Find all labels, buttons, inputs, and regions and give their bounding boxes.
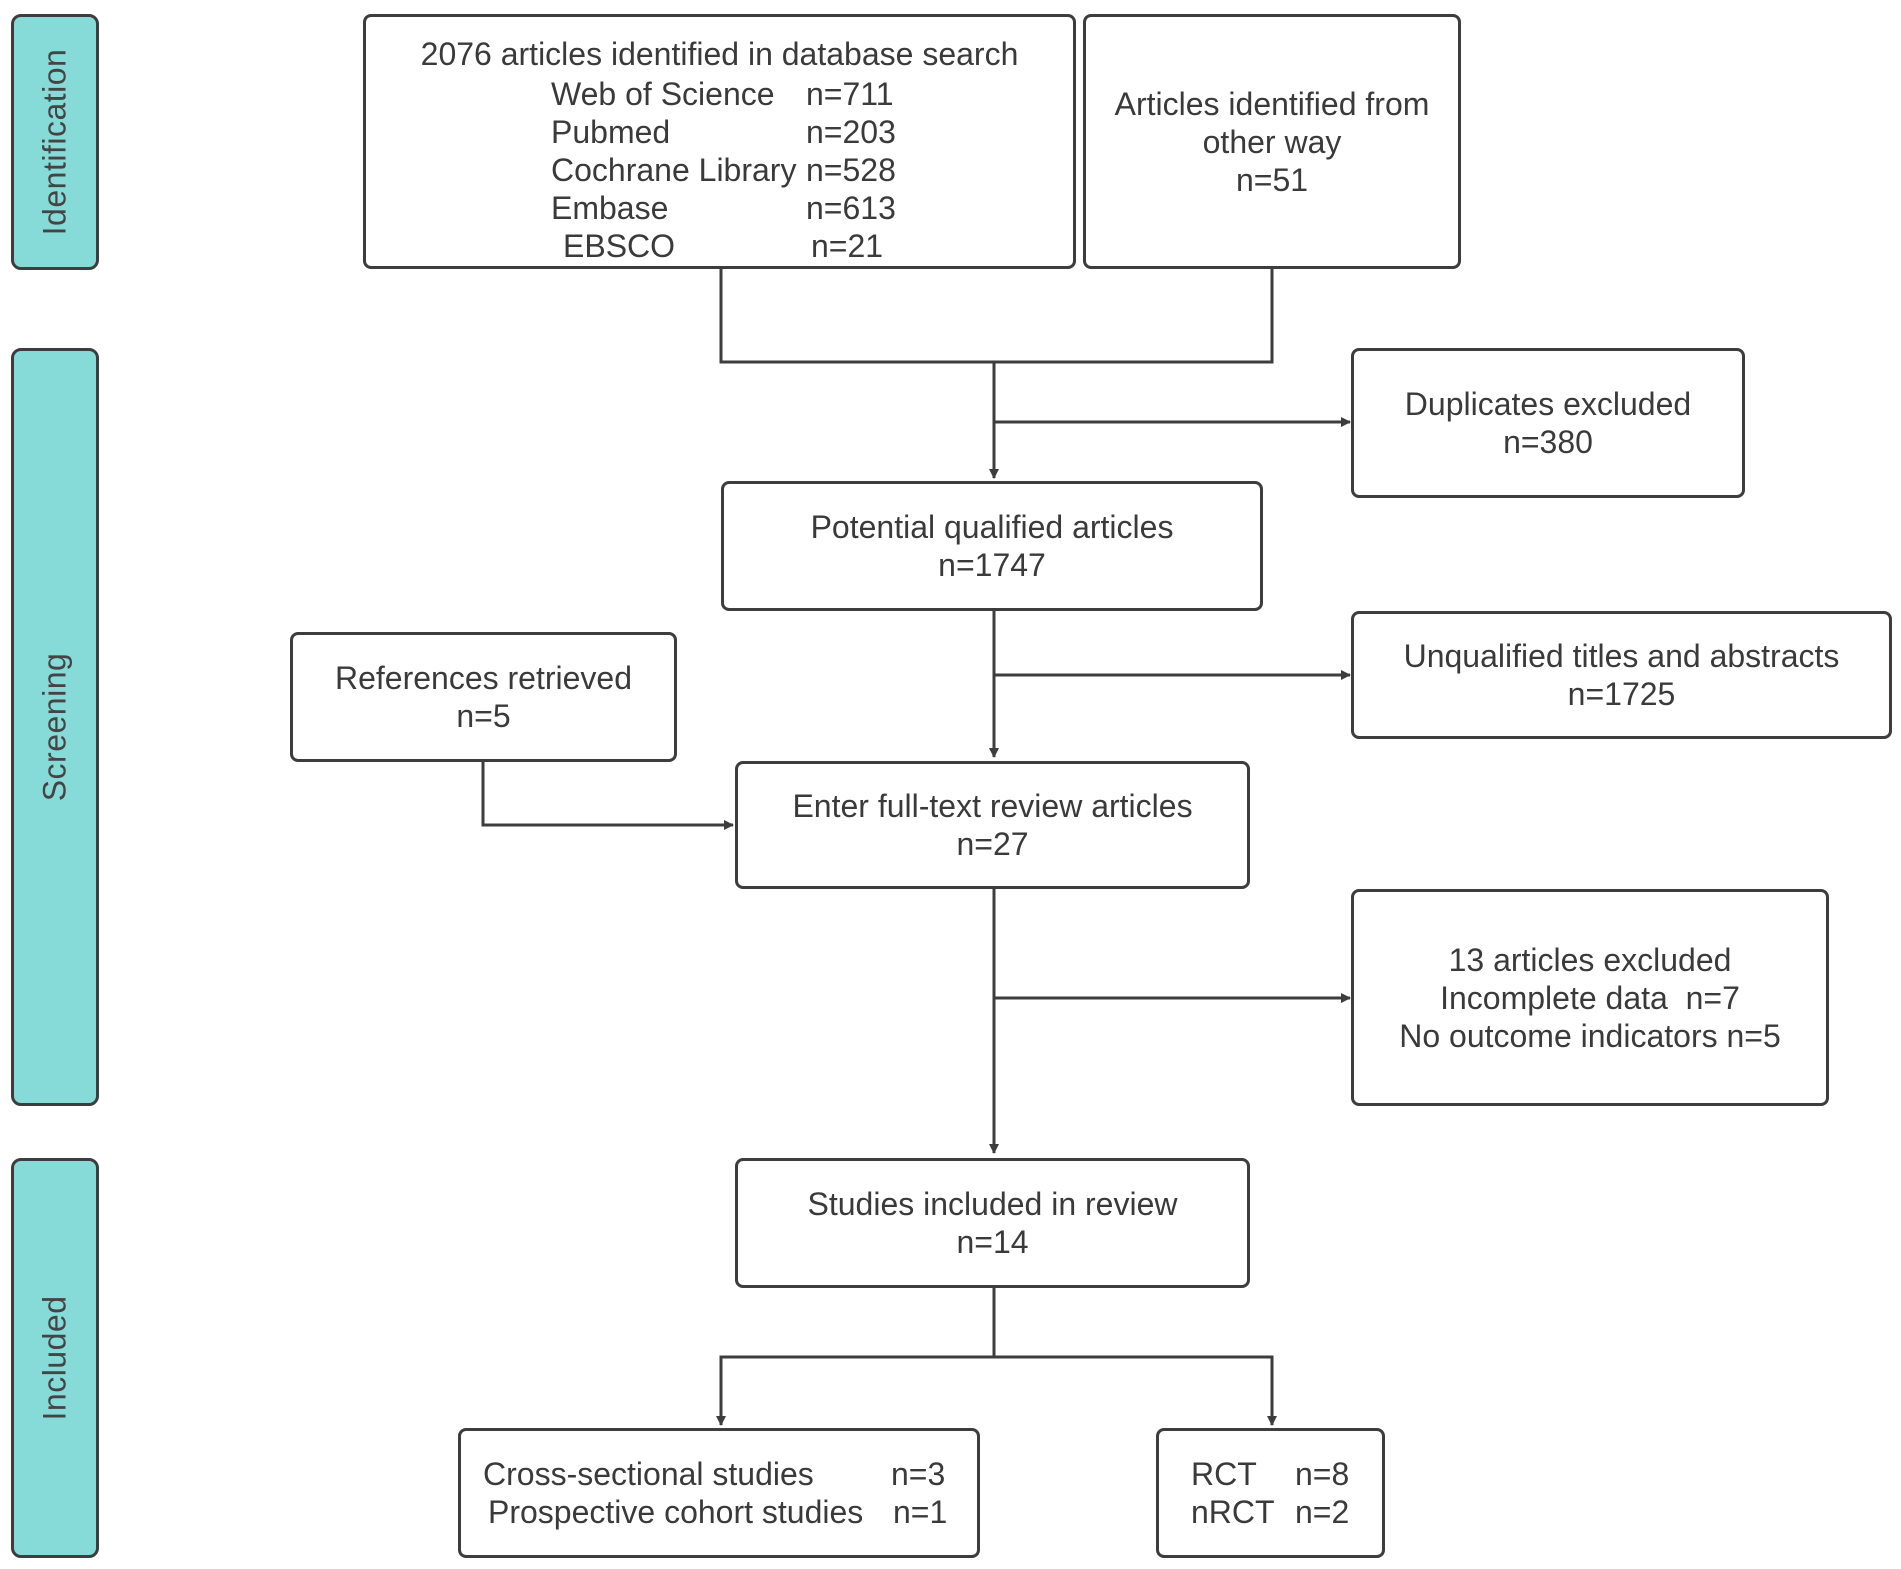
trial-type-count: n=8: [1295, 1456, 1350, 1492]
included-review-box: Studies included in review n=14: [735, 1158, 1250, 1288]
phase-included: Included: [11, 1158, 99, 1558]
trial-type-name: RCT: [1191, 1456, 1257, 1492]
trial-type-row: RCT n=8: [1159, 1455, 1382, 1493]
database-source-count: n=613: [806, 190, 896, 226]
arrow-to-trials: [994, 1355, 1277, 1426]
study-type-name: Prospective cohort studies: [488, 1494, 864, 1530]
other-sources-line1: Articles identified from: [1114, 85, 1430, 122]
database-source-name: Pubmed: [551, 114, 671, 150]
potential-qualified-box: Potential qualified articles n=1747: [721, 481, 1263, 611]
database-source-count: n=203: [806, 114, 896, 150]
phase-identification: Identification: [11, 14, 99, 270]
included-review-label: Studies included in review: [807, 1186, 1178, 1222]
database-source-row: Embase n=613: [366, 189, 1073, 227]
duplicates-excluded-label: Duplicates excluded: [1404, 386, 1692, 422]
trial-type-row: nRCT n=2: [1159, 1493, 1382, 1531]
fulltext-review-box: Enter full-text review articles n=27: [735, 761, 1250, 889]
database-source-name: Cochrane Library: [551, 152, 797, 188]
included-review-count: n=14: [956, 1224, 1029, 1260]
excluded-articles-title: 13 articles excluded: [1448, 941, 1732, 978]
trials-box: RCT n=8 nRCT n=2: [1156, 1428, 1385, 1558]
excluded-articles-box: 13 articles excluded Incomplete data n=7…: [1351, 889, 1829, 1106]
phase-screening: Screening: [11, 348, 99, 1106]
arrow-references-to-fulltext: [481, 760, 734, 830]
database-source-row: Pubmed n=203: [366, 113, 1073, 151]
other-sources-line2: other way: [1202, 123, 1342, 160]
study-type-count: n=1: [893, 1494, 948, 1530]
trial-type-count: n=2: [1295, 1494, 1350, 1530]
fulltext-review-label: Enter full-text review articles: [792, 788, 1193, 824]
trial-type-name: nRCT: [1191, 1494, 1275, 1530]
references-retrieved-count: n=5: [456, 698, 511, 734]
database-source-count: n=711: [806, 76, 894, 112]
phase-included-label: Included: [36, 1295, 73, 1421]
database-source-list: Web of Science n=711 Pubmed n=203 Cochra…: [366, 75, 1073, 265]
database-source-count: n=21: [811, 228, 884, 264]
database-search-box: 2076 articles identified in database sea…: [363, 14, 1076, 269]
potential-qualified-count: n=1747: [938, 547, 1046, 583]
other-sources-box: Articles identified from other way n=51: [1083, 14, 1461, 269]
fulltext-review-count: n=27: [956, 826, 1029, 862]
database-source-name: Embase: [551, 190, 669, 226]
phase-screening-label: Screening: [36, 652, 73, 802]
references-retrieved-label: References retrieved: [334, 660, 633, 696]
phase-identification-label: Identification: [36, 48, 73, 236]
unqualified-label: Unqualified titles and abstracts: [1403, 638, 1840, 674]
study-type-row: Prospective cohort studies n=1: [461, 1493, 977, 1531]
database-search-title: 2076 articles identified in database sea…: [420, 36, 1019, 72]
duplicates-excluded-count: n=380: [1503, 424, 1593, 460]
database-source-name: EBSCO: [563, 228, 676, 264]
database-source-row: EBSCO n=21: [366, 227, 1073, 265]
potential-qualified-label: Potential qualified articles: [810, 509, 1174, 545]
study-type-row: Cross-sectional studies n=3: [461, 1455, 977, 1493]
database-source-row: Web of Science n=711: [366, 75, 1073, 113]
observational-studies-box: Cross-sectional studies n=3 Prospective …: [458, 1428, 980, 1558]
duplicates-excluded-box: Duplicates excluded n=380: [1351, 348, 1745, 498]
other-sources-count: n=51: [1235, 161, 1309, 198]
excluded-incomplete-data: Incomplete data n=7: [1440, 979, 1740, 1016]
study-type-name: Cross-sectional studies: [483, 1456, 814, 1492]
excluded-no-outcome: No outcome indicators n=5: [1399, 1017, 1781, 1054]
references-retrieved-box: References retrieved n=5: [290, 632, 677, 762]
unqualified-count: n=1725: [1567, 676, 1676, 712]
unqualified-box: Unqualified titles and abstracts n=1725: [1351, 611, 1892, 739]
database-source-count: n=528: [806, 152, 896, 188]
arrow-to-observational: [716, 1355, 994, 1426]
database-source-row: Cochrane Library n=528: [366, 151, 1073, 189]
study-type-count: n=3: [891, 1456, 946, 1492]
connector-merge-identification: [719, 268, 1274, 364]
database-source-name: Web of Science: [551, 76, 775, 112]
